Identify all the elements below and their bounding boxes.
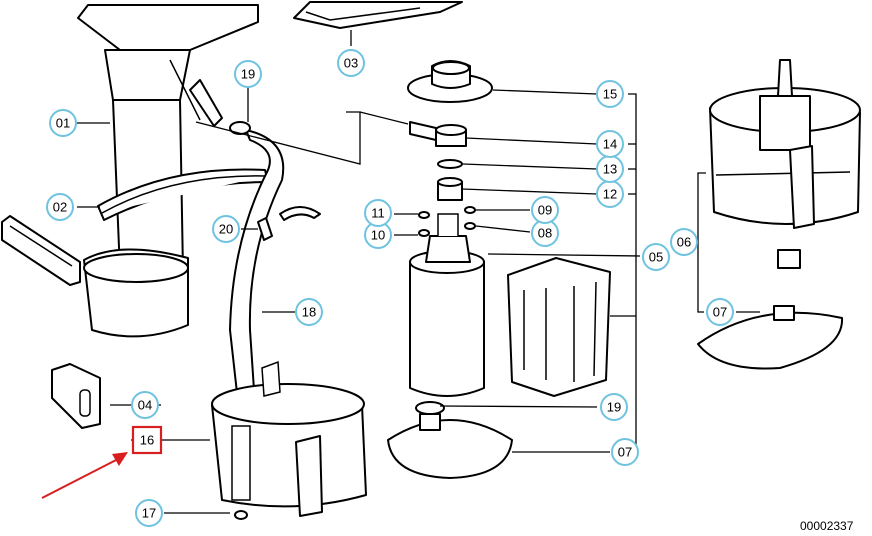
callout-16-label: 16 <box>140 433 154 448</box>
callout-19-top-label: 19 <box>241 67 255 82</box>
part-05-fuel-pump <box>409 213 485 397</box>
callout-07-right-label: 07 <box>713 305 727 320</box>
callout-17-label: 17 <box>142 506 156 521</box>
callout-10-label: 10 <box>371 228 385 243</box>
callout-03-label: 03 <box>344 56 358 71</box>
part-04-bracket <box>51 363 101 429</box>
callout-07-right[interactable]: 07 <box>706 298 734 326</box>
leader-lines <box>77 30 760 514</box>
callout-12[interactable]: 12 <box>596 180 624 208</box>
part-05-pump-sleeve <box>507 257 611 397</box>
highlight-arrow <box>41 452 128 499</box>
callout-06[interactable]: 06 <box>670 228 698 256</box>
callout-04[interactable]: 04 <box>131 391 159 419</box>
callout-15[interactable]: 15 <box>596 80 624 108</box>
part-08-washer <box>464 222 476 230</box>
callout-14[interactable]: 14 <box>596 130 624 158</box>
callout-05[interactable]: 05 <box>642 243 670 271</box>
callout-18-label: 18 <box>302 305 316 320</box>
part-19-clamp-lower <box>415 401 445 415</box>
callout-19-center-label: 19 <box>607 400 621 415</box>
part-02-seal-ring <box>97 168 269 221</box>
callout-16[interactable]: 16 <box>131 425 163 455</box>
part-16-pump-carrier <box>211 360 367 517</box>
callout-03[interactable]: 03 <box>337 49 365 77</box>
callout-17[interactable]: 17 <box>135 499 163 527</box>
callout-20[interactable]: 20 <box>212 215 240 243</box>
part-17-washer <box>234 510 248 520</box>
callout-19-center[interactable]: 19 <box>600 393 628 421</box>
part-19-hose-clamp <box>229 121 251 135</box>
part-09-nut <box>464 206 476 214</box>
callout-02-label: 02 <box>53 200 67 215</box>
callout-14-label: 14 <box>603 137 617 152</box>
part-15-cap <box>407 60 493 103</box>
callout-18[interactable]: 18 <box>295 298 323 326</box>
callout-01[interactable]: 01 <box>49 109 77 137</box>
callout-09-label: 09 <box>538 203 552 218</box>
callout-11[interactable]: 11 <box>364 199 392 227</box>
callout-07-center-label: 07 <box>618 445 632 460</box>
callout-06-label: 06 <box>677 235 691 250</box>
callout-07-center[interactable]: 07 <box>611 438 639 466</box>
part-20-clip <box>257 206 321 241</box>
part-13-o-ring <box>437 159 463 169</box>
callout-04-label: 04 <box>138 398 152 413</box>
part-12-check-valve <box>437 177 463 201</box>
callout-08-label: 08 <box>538 226 552 241</box>
callout-15-label: 15 <box>603 87 617 102</box>
part-14-connector <box>409 121 467 147</box>
part-03-gasket <box>293 1 463 29</box>
callout-09[interactable]: 09 <box>531 196 559 224</box>
part-07-strainer <box>387 413 513 479</box>
callout-02[interactable]: 02 <box>46 193 74 221</box>
callout-01-label: 01 <box>56 116 70 131</box>
callout-13-label: 13 <box>603 162 617 177</box>
part-07-strainer-right <box>697 305 844 370</box>
callout-19-top[interactable]: 19 <box>234 60 262 88</box>
document-number: 00002337 <box>800 519 854 533</box>
callout-12-label: 12 <box>603 187 617 202</box>
part-10-washer <box>418 229 430 237</box>
part-06-pump-assembly <box>709 59 861 269</box>
callout-05-label: 05 <box>649 250 663 265</box>
callout-20-label: 20 <box>219 222 233 237</box>
callout-13[interactable]: 13 <box>596 155 624 183</box>
callout-11-label: 11 <box>371 206 385 221</box>
part-11-nut <box>418 211 430 219</box>
